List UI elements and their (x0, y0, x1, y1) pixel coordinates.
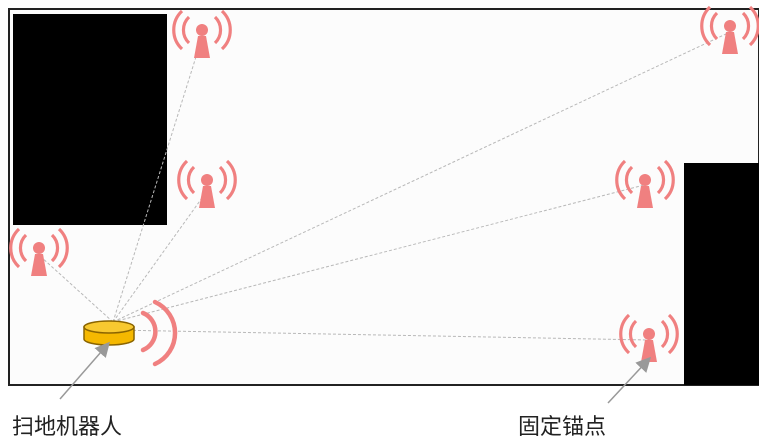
link-anchor-left (39, 255, 114, 323)
link-anchor-bottom-right (112, 329, 650, 341)
obstacle-right (684, 163, 759, 385)
anchor-label: 固定锚点 (518, 415, 606, 440)
robot-label: 扫地机器人 (12, 415, 122, 440)
obstacle-top-left (13, 14, 167, 225)
link-anchor-top-center (112, 43, 201, 323)
anchor-pointer (607, 356, 652, 404)
robot-vacuum-icon (83, 320, 135, 346)
link-anchor-mid-right (112, 184, 645, 323)
robot-pointer (59, 341, 110, 400)
link-anchor-mid-center (112, 190, 208, 323)
ranging-links (39, 32, 729, 341)
robot-signal-waves (140, 299, 178, 367)
link-anchor-top-right (112, 32, 729, 323)
